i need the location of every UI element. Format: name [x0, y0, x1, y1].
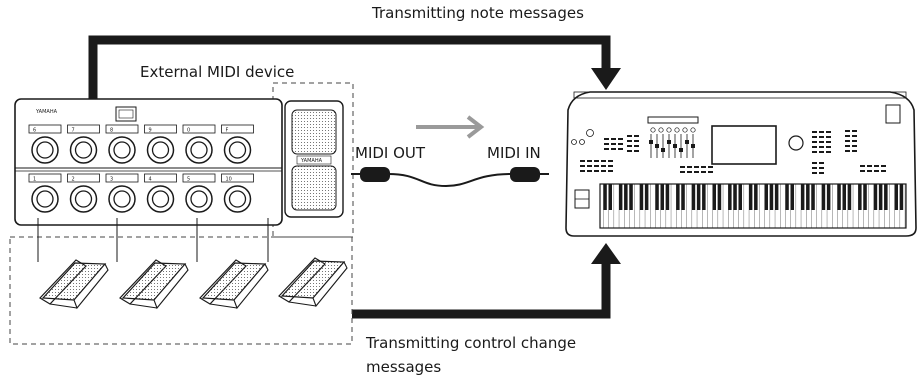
top-row-switch: 7: [67, 124, 100, 164]
control-change-route: [352, 243, 621, 319]
bottom-row-switch-label: 4: [149, 177, 152, 183]
control-change-arrowhead: [591, 243, 621, 264]
top-row-switch: 9: [144, 124, 177, 164]
top-row-switch: 0: [182, 124, 216, 164]
bottom-row-switch: 1: [28, 173, 62, 213]
foot-controller-dashed-group: [9, 236, 353, 345]
control-change-label: Transmitting control change messages: [366, 334, 577, 376]
foot-pedal: [199, 259, 269, 310]
external-midi-device: YAMAHA 6 7 8 9 0 F 1 2 3 4 5 10 YAMAHA: [14, 98, 344, 226]
bottom-row-switch: 10: [221, 173, 254, 213]
top-row-switch-label: 0: [187, 128, 190, 134]
note-message-arrowhead: [591, 68, 621, 90]
note-messages-label: Transmitting note messages: [372, 4, 584, 22]
music-rest: [647, 116, 699, 124]
top-row-switch-label: 6: [33, 128, 36, 134]
top-row-switch: 6: [28, 124, 62, 164]
panel-buttons: [580, 130, 886, 174]
bottom-row-switch: 5: [182, 173, 216, 213]
bottom-row-switch-label: 1: [33, 177, 36, 183]
top-row-switch-label: 9: [149, 128, 152, 134]
midi-in-plug: [510, 167, 540, 182]
expression-pedal: YAMAHA: [284, 100, 344, 218]
top-row-switch: F: [221, 124, 254, 164]
midi-in-label: MIDI IN: [487, 144, 541, 162]
sliders-panel: [649, 127, 696, 158]
foot-pedal: [39, 259, 109, 310]
foot-pedal: [278, 257, 348, 308]
black-keys: [603, 184, 904, 210]
data-dial: [788, 135, 804, 151]
top-row-switch-label: 8: [110, 128, 113, 134]
midi-cable: [351, 167, 549, 188]
foot-pedal: [119, 259, 189, 310]
signal-direction-arrow: [416, 115, 485, 139]
midi-out-plug: [360, 167, 390, 182]
bottom-row-switch-label: 3: [110, 177, 113, 183]
bottom-row-switch-label: 2: [72, 177, 75, 183]
device-brand-label: YAMAHA: [35, 109, 58, 115]
pedal-brand-label: YAMAHA: [300, 158, 323, 164]
bottom-row-switch: 2: [67, 173, 100, 213]
top-row-switch-label: 7: [72, 128, 75, 134]
external-device-label: External MIDI device: [140, 63, 295, 81]
pedal-cables: [37, 218, 269, 262]
bottom-row-switch-label: 5: [187, 177, 190, 183]
keyboard-instrument: [565, 91, 917, 237]
bottom-row-switch-label: 10: [226, 177, 232, 183]
keyboard-display: [711, 125, 777, 165]
bottom-row-switch: 4: [144, 173, 177, 213]
bottom-row-switch: 3: [105, 173, 139, 213]
top-row-switch-label: F: [226, 128, 229, 134]
note-message-route: [88, 35, 621, 131]
top-row-switch: 8: [105, 124, 139, 164]
keybed: [599, 183, 907, 229]
midi-out-label: MIDI OUT: [355, 144, 426, 162]
